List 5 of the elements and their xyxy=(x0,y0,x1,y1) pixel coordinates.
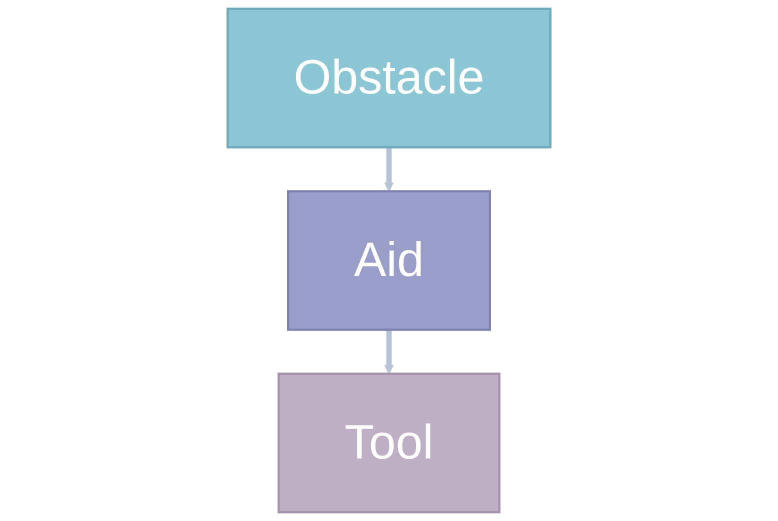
arrow xyxy=(384,330,394,374)
arrow xyxy=(384,147,394,192)
node-box: Aid xyxy=(287,190,491,331)
node-box: Tool xyxy=(278,372,500,514)
node-box: Obstacle xyxy=(226,8,552,148)
